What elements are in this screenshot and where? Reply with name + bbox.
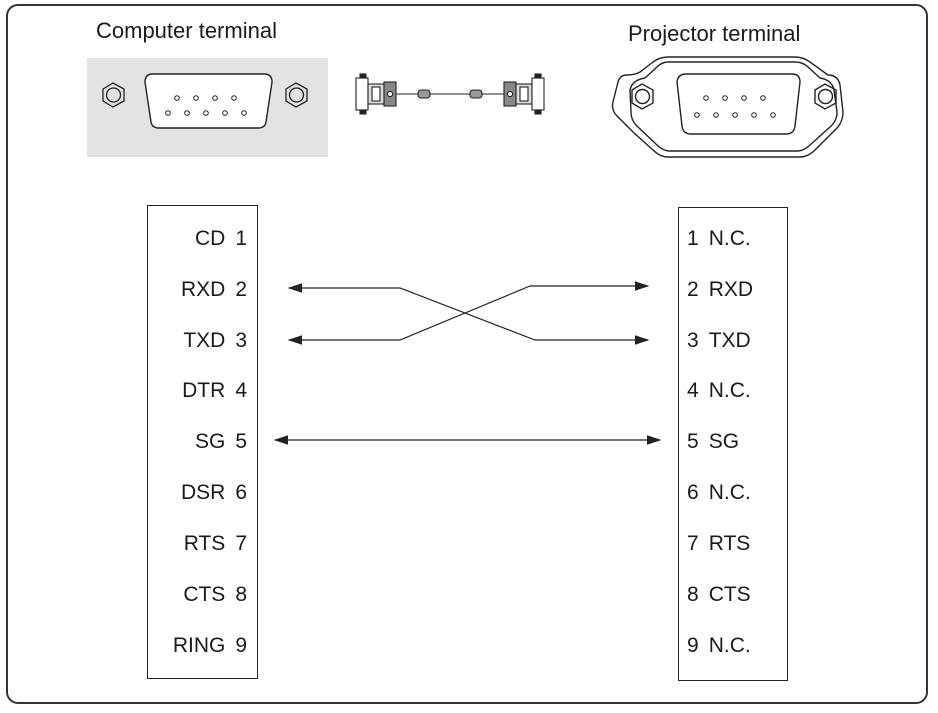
computer-db9-connector — [87, 58, 328, 157]
projector-db9-connector — [611, 56, 844, 158]
computer-terminal-title: Computer terminal — [96, 18, 277, 43]
wire-rxd-to-txd — [287, 283, 650, 345]
diagram-frame — [6, 4, 928, 704]
projector-terminal-title: Projector terminal — [628, 21, 801, 46]
serial-cable-icon — [355, 73, 545, 115]
wire-txd-to-rxd — [287, 281, 650, 345]
